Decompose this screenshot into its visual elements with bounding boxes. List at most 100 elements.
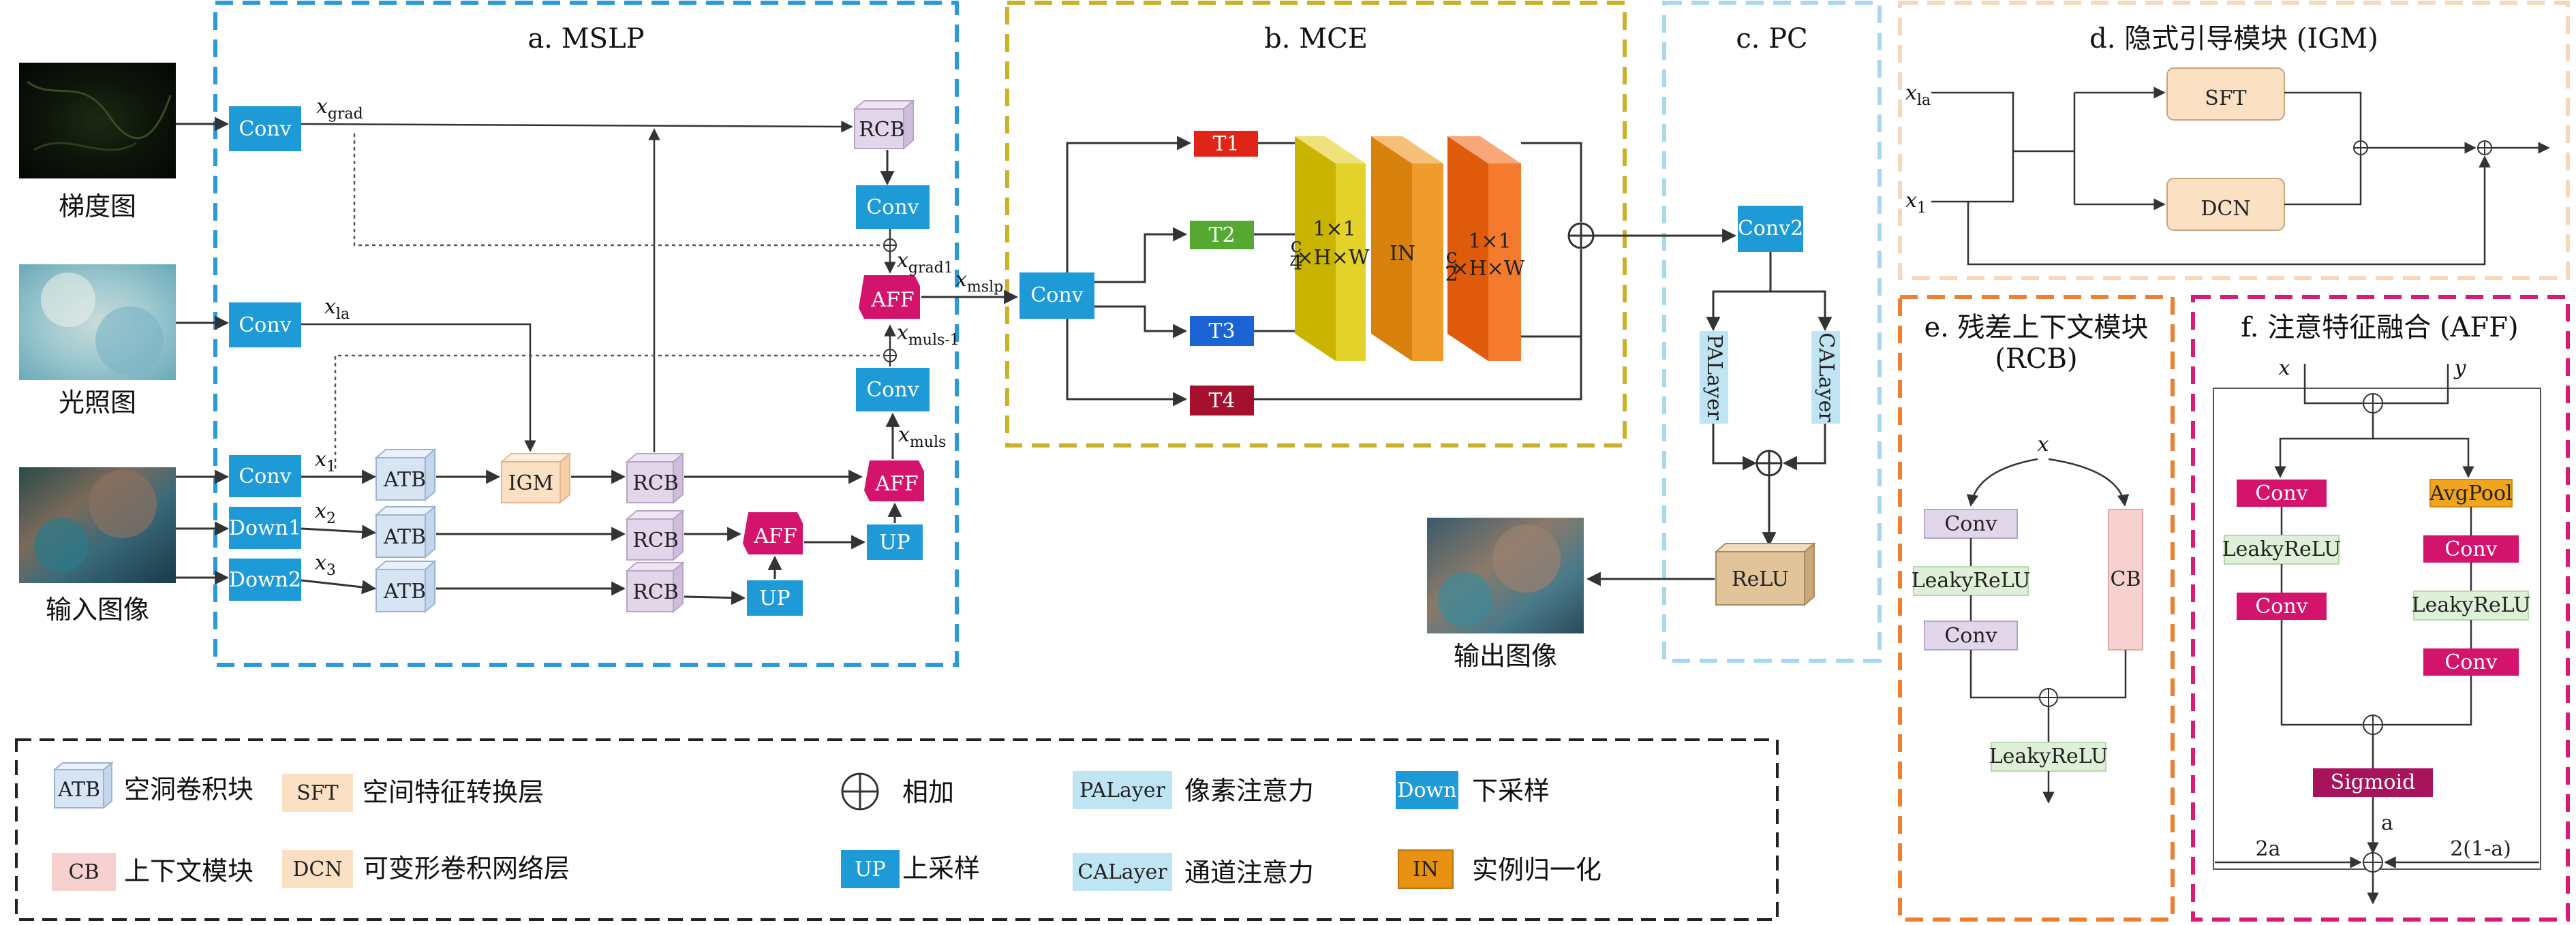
legend-up: UP 上采样 (841, 850, 980, 888)
pc-panel-border (1662, 1, 1882, 663)
mce-dim1-line1: 1×1 (1313, 217, 1355, 241)
pc-calayer (1811, 331, 1840, 424)
var-xla-mslp: xla (324, 295, 350, 323)
aff-avgpool-label: AvgPool (2429, 482, 2512, 505)
mslp-title: a. MSLP (527, 23, 644, 54)
legend-up-text: 上采样 (902, 853, 980, 883)
igm-var-xla: xla (1905, 81, 1931, 109)
rcb-var-x: x (2038, 433, 2049, 456)
pc-relu-block: ReLU (1714, 542, 1816, 607)
aff-block-low: AFF (743, 512, 803, 554)
legend-cb-key: CB (69, 860, 99, 884)
mslp-conv-x1-label: Conv (239, 465, 291, 488)
rcb-block-2-label: RCB (632, 529, 679, 552)
mce-in-label: IN (1390, 242, 1415, 266)
legend-palayer: PALayer 像素注意力 (1073, 771, 1314, 809)
var-x1: x1 (315, 448, 336, 475)
mslp-conv-la (229, 302, 301, 347)
aff-var-a: a (2381, 811, 2393, 835)
mce-t2 (1190, 221, 1254, 249)
atb-block-2-label: ATB (383, 525, 426, 549)
aff-label-2a: 2a (2256, 837, 2281, 861)
mslp-conv-la-label: Conv (239, 313, 291, 337)
up-block-1 (867, 524, 923, 560)
aff-block-mid: AFF (864, 460, 924, 501)
mce-dim2-frac-den: 2 (1445, 262, 1458, 286)
rcb-block-top: RCB (853, 99, 915, 151)
illumination-map-label: 光照图 (59, 388, 136, 418)
rcb-block-1-label: RCB (632, 471, 679, 495)
pc-relu-label: ReLU (1732, 567, 1789, 591)
mslp-panel-border (213, 1, 959, 667)
legend-add: 相加 (841, 772, 954, 811)
aff-block-low-label: AFF (753, 524, 797, 548)
legend-calayer-text: 通道注意力 (1184, 858, 1314, 888)
legend-sft-key: SFT (296, 781, 338, 805)
legend-dcn-key: DCN (292, 858, 342, 881)
legend-sft-text: 空间特征转换层 (363, 777, 544, 807)
up-block-2-label: UP (759, 586, 790, 610)
rcb-block-3: RCB (625, 561, 685, 614)
mce-dim1-line2: ×H×W (1296, 246, 1369, 270)
pc-palayer (1700, 331, 1728, 424)
mce-dim2-line1: 1×1 (1468, 230, 1511, 253)
atb-block-3-label: ATB (383, 580, 426, 603)
igm-block: IGM (500, 452, 572, 505)
igm-dcn-label: DCN (2201, 197, 2250, 221)
pc-title: c. PC (1736, 23, 1807, 54)
aff-conv-right-1 (2423, 535, 2519, 563)
mslp-conv-grad (229, 106, 301, 151)
rcb-leakyrelu-2-label: LeakyReLU (1989, 744, 2109, 768)
legend-palayer-key: PALayer (1079, 779, 1166, 802)
legend-cb-text: 上下文模块 (124, 856, 254, 886)
output-image-label: 输出图像 (1454, 641, 1557, 671)
mce-t4 (1190, 386, 1254, 416)
aff-block-mid-label: AFF (874, 472, 918, 496)
mce-t1 (1194, 131, 1258, 157)
igm-sft-label: SFT (2205, 87, 2246, 110)
legend-calayer: CALayer 通道注意力 (1073, 853, 1314, 891)
legend-palayer-text: 像素注意力 (1184, 776, 1314, 806)
mslp-conv-right-2-label: Conv (866, 378, 919, 402)
mce-dim2-line2: ×H×W (1452, 257, 1524, 281)
input-image-label: 输入图像 (46, 595, 149, 625)
aff-block-top-label: AFF (870, 288, 914, 312)
mslp-conv-x1 (229, 455, 301, 497)
pc-calayer-label: CALayer (1814, 332, 1838, 422)
var-xmslp: xmslp (955, 268, 1003, 296)
atb-block-1: ATB (374, 448, 437, 502)
aff-conv-left-1-label: Conv (2255, 482, 2307, 505)
mslp-down2-label: Down2 (229, 568, 301, 592)
legend-cb: CB 上下文模块 (52, 853, 254, 891)
legend-down: Down 下采样 (1396, 771, 1550, 809)
mce-in-block: IN (1371, 136, 1443, 361)
rcb-block-2: RCB (625, 509, 685, 562)
mce-title: b. MCE (1264, 23, 1368, 54)
rcb-conv-1 (1924, 509, 2018, 539)
mslp-down1 (229, 507, 301, 549)
legend-calayer-key: CALayer (1077, 860, 1167, 884)
atb-block-3: ATB (374, 559, 437, 614)
legend-up-key: UP (855, 858, 885, 881)
mce-panel-border (1005, 1, 1627, 448)
aff-title: f. 注意特征融合 (AFF) (2241, 312, 2518, 343)
mce-t2-label: T2 (1208, 223, 1235, 247)
igm-var-x1: x1 (1905, 189, 1927, 217)
aff-panel-border (2191, 295, 2570, 922)
rcb-title-line2: (RCB) (1995, 343, 2077, 375)
mslp-conv-grad-label: Conv (239, 117, 291, 141)
legend-sft: SFT 空间特征转换层 (282, 774, 544, 812)
up-block-2 (747, 580, 803, 616)
rcb-conv-2-label: Conv (1944, 624, 1997, 648)
aff-block-top: AFF (859, 275, 920, 319)
rcb-conv-1-label: Conv (1944, 512, 1997, 536)
igm-title: d. 隐式引导模块 (IGM) (2089, 23, 2378, 54)
var-xmuls: xmuls (898, 423, 946, 451)
aff-conv-left-2-label: Conv (2255, 595, 2307, 618)
mce-conv1x1-c2-block: 1×1 c 2 ×H×W (1445, 136, 1525, 361)
mce-conv (1019, 272, 1094, 319)
mslp-conv-right-1-label: Conv (866, 195, 919, 219)
rcb-block-1: RCB (625, 452, 685, 505)
gradient-map-image (19, 63, 176, 178)
